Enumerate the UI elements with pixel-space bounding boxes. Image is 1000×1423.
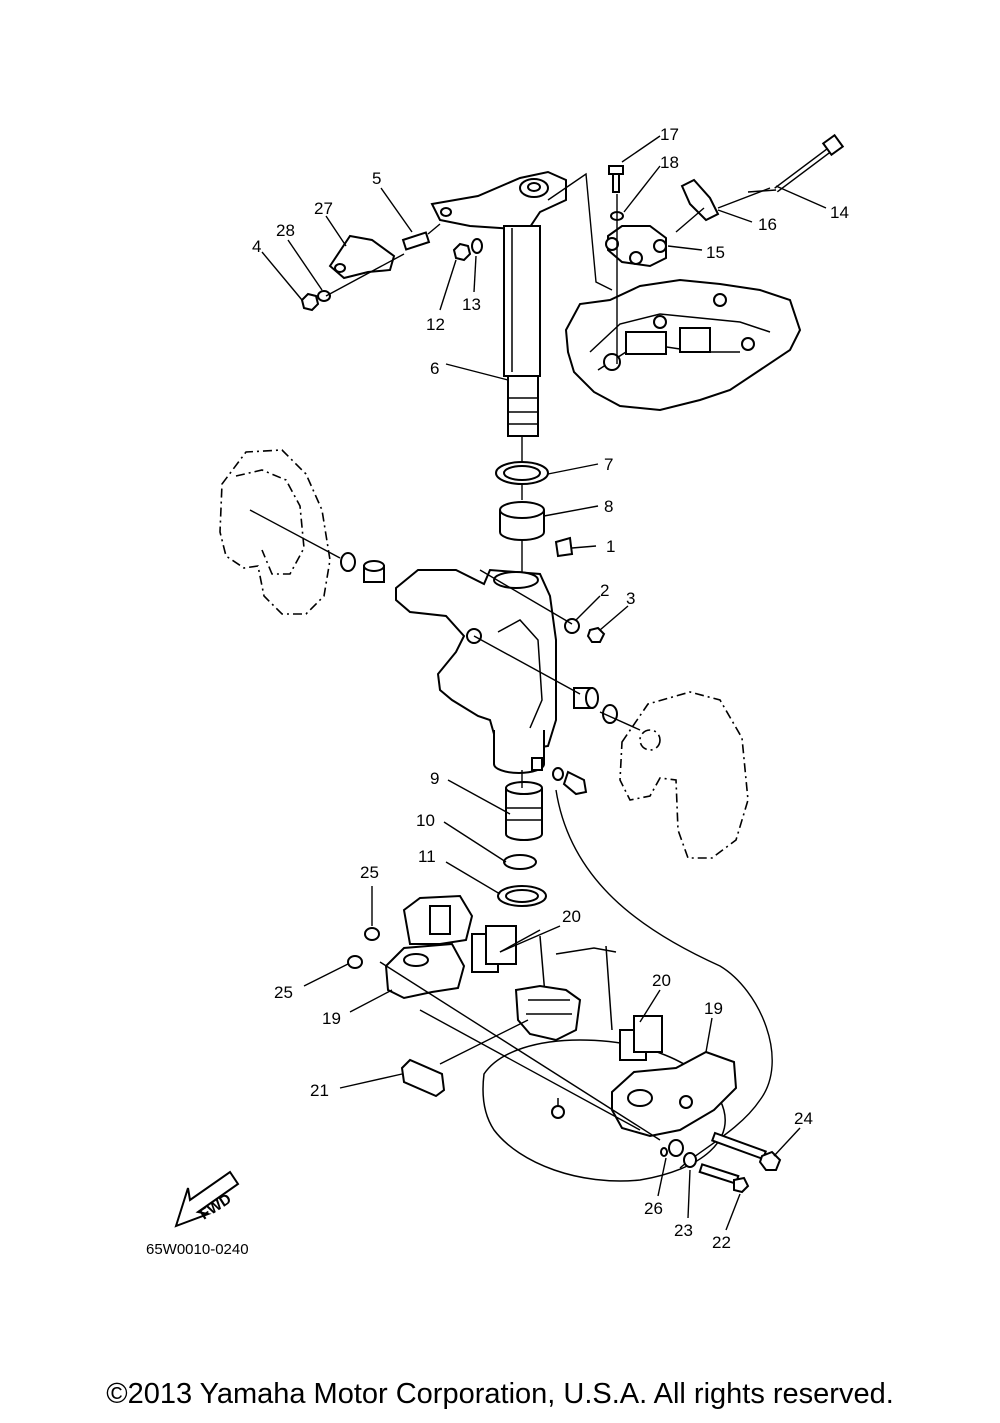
mount-rubber-20b [619, 1015, 663, 1061]
mount-rubber-20a [471, 925, 517, 973]
washer-25b [347, 955, 363, 969]
callout-leaders [261, 135, 827, 1231]
left-clamp-bracket [219, 449, 331, 615]
seal-7 [495, 461, 549, 485]
nut-12 [452, 242, 472, 262]
callout-26: 26 [644, 1199, 663, 1218]
callout-12: 12 [426, 315, 445, 334]
callout-19-left: 19 [322, 1009, 341, 1028]
callout-20-left: 20 [562, 907, 581, 926]
screw-center [551, 1098, 565, 1119]
swivel-bracket [395, 568, 557, 774]
callout-15: 15 [706, 243, 725, 262]
leader-lines [249, 172, 771, 1141]
callout-21: 21 [310, 1081, 329, 1100]
callout-20-right: 20 [652, 971, 671, 990]
callout-23: 23 [674, 1221, 693, 1240]
callout-19-right: 19 [704, 999, 723, 1018]
bolt-17 [608, 165, 624, 193]
copyright-notice: ©2013 Yamaha Motor Corporation, U.S.A. A… [106, 1378, 894, 1410]
callout-13: 13 [462, 295, 481, 314]
callout-6: 6 [430, 359, 439, 378]
nut-26 [660, 1139, 684, 1157]
callout-16: 16 [758, 215, 777, 234]
callout-5: 5 [372, 169, 381, 188]
callout-28: 28 [276, 221, 295, 240]
fwd-arrow-icon: FWD [174, 1170, 240, 1228]
bushing-left [363, 560, 385, 583]
bracket-27 [328, 234, 396, 280]
callout-24: 24 [794, 1109, 813, 1128]
callout-10: 10 [416, 811, 435, 830]
callout-8: 8 [604, 497, 613, 516]
callout-4: 4 [252, 237, 261, 256]
lower-case [482, 935, 726, 1182]
switch-15 [605, 225, 667, 268]
grease-fitting-1 [554, 536, 574, 558]
bolt-24 [710, 1131, 782, 1171]
stud-5 [401, 231, 431, 251]
washer-28 [317, 290, 331, 302]
bolt-3 [586, 626, 606, 643]
callout-7: 7 [604, 455, 613, 474]
damper-21 [400, 1058, 446, 1098]
bushing-right [573, 687, 599, 709]
washer-13 [471, 238, 483, 254]
seal-11 [497, 885, 547, 907]
callout-14: 14 [830, 203, 849, 222]
center-mount [514, 984, 582, 1042]
steering-arm-shaft [430, 170, 567, 437]
washer-25a [364, 927, 380, 941]
callout-2: 2 [600, 581, 609, 600]
fitting-lower [531, 757, 588, 796]
callout-9: 9 [430, 769, 439, 788]
callout-18: 18 [660, 153, 679, 172]
callout-22: 22 [712, 1233, 731, 1252]
callout-numbers: 1 2 3 4 5 6 7 8 9 10 11 12 13 14 15 16 1… [252, 125, 849, 1252]
washer-23 [683, 1152, 697, 1168]
nut-4 [300, 292, 320, 312]
oring-10 [503, 854, 537, 870]
bolt-14 [747, 133, 845, 193]
callout-17: 17 [660, 125, 679, 144]
bushing-8 [499, 501, 545, 541]
bottom-cowling [564, 278, 802, 412]
callout-25-lower: 25 [274, 983, 293, 1002]
callout-25-upper: 25 [360, 863, 379, 882]
bolt-22 [698, 1163, 750, 1194]
right-clamp-bracket [619, 691, 749, 859]
callout-11: 11 [418, 847, 436, 866]
callout-3: 3 [626, 589, 635, 608]
washer-left [340, 552, 356, 572]
mount-19-left [384, 894, 474, 1000]
callout-27: 27 [314, 199, 333, 218]
bushing-9 [505, 781, 543, 841]
diagram-code: 65W0010-0240 [146, 1241, 249, 1258]
clamp-16 [680, 178, 720, 222]
mount-19-right [611, 1050, 738, 1138]
callout-1: 1 [606, 537, 615, 556]
